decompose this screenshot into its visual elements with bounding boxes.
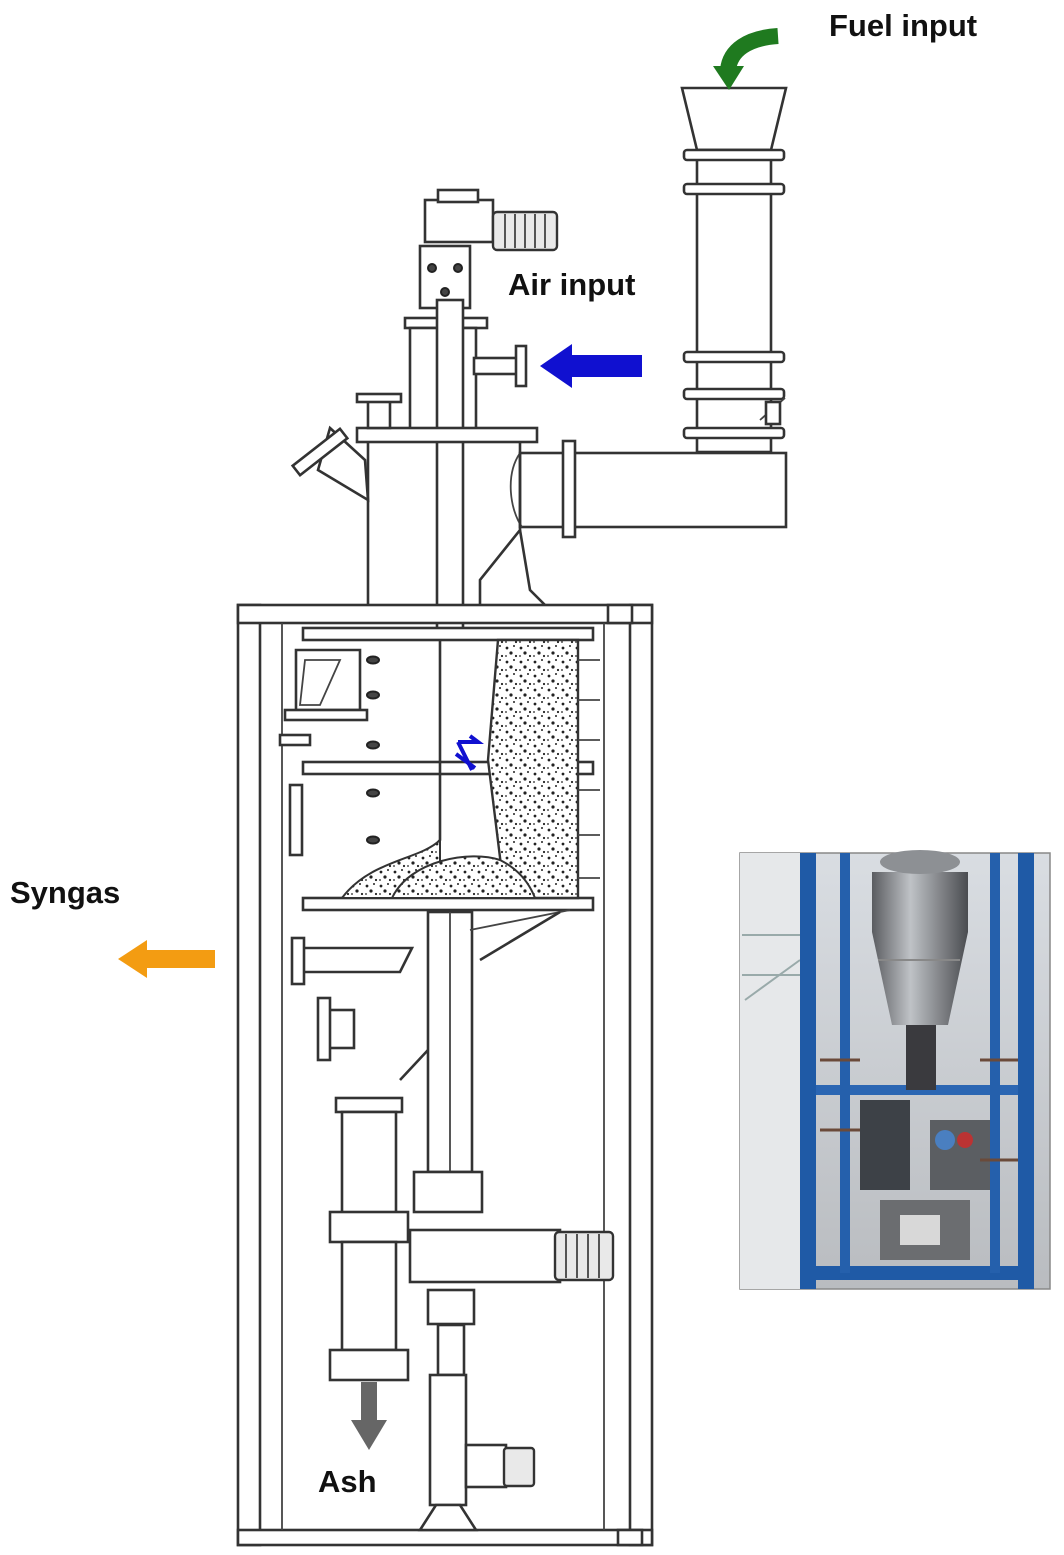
fuel-input-arrow xyxy=(713,28,779,90)
feed-pipe xyxy=(509,439,788,539)
syngas-output-arrow xyxy=(118,940,215,978)
air-input-arrow xyxy=(540,344,642,388)
upper-shell xyxy=(290,392,546,606)
bottom-drive xyxy=(417,1373,536,1532)
support-frame xyxy=(236,603,654,1547)
ash-label: Ash xyxy=(318,1464,377,1499)
reactor-body xyxy=(278,626,600,912)
air-lance-housing xyxy=(403,298,528,632)
syngas-label: Syngas xyxy=(10,875,120,910)
ash-discharge xyxy=(328,1096,410,1382)
top-motor xyxy=(423,188,559,252)
ash-output-arrow xyxy=(351,1382,387,1450)
fuel-hopper xyxy=(680,86,788,454)
air-input-label: Air input xyxy=(508,267,635,302)
lower-motor xyxy=(408,1228,615,1377)
gasifier-photo xyxy=(739,850,1051,1290)
gearbox xyxy=(418,244,472,310)
bolts xyxy=(366,655,380,845)
fuel-input-label: Fuel input xyxy=(829,8,977,43)
side-nozzle xyxy=(290,425,370,503)
hopper-flanges xyxy=(682,148,786,440)
grate-shaft xyxy=(399,909,571,1214)
syngas-outlet xyxy=(290,936,415,1062)
